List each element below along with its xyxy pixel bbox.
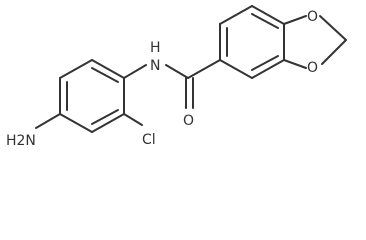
bond-ring2-f [219, 59, 253, 79]
bond-c-cl [123, 113, 143, 126]
double-bond-ring1-a [91, 67, 119, 83]
bond-o-bottom-ring [283, 59, 307, 69]
molecule-structure: H N O O O H2N Cl [6, 5, 347, 149]
bond-ring1-b [59, 59, 93, 79]
dioxole-ring [283, 15, 347, 69]
bond-ch2-o-bottom [321, 39, 347, 65]
amide-group [165, 59, 221, 109]
bond-ring-o-top [283, 15, 307, 25]
benzodioxole-ring [219, 5, 285, 79]
double-bond-ring2-b [251, 13, 279, 29]
carbonyl-o-label: O [183, 113, 194, 129]
double-bond-ring2-c [251, 55, 279, 71]
bond-n-carbonyl [165, 64, 189, 79]
bond-ring1-d [59, 113, 93, 133]
chloro-label: Cl [142, 132, 156, 148]
bond-ring2-b [219, 5, 253, 25]
bond-o-top-ch2 [319, 15, 347, 41]
dioxole-o-top-label: O [307, 9, 318, 25]
bond-ring2-c [251, 5, 285, 25]
aniline-ring [59, 59, 125, 133]
double-bond-ring1-c [91, 109, 119, 125]
bond-ring1-e [91, 113, 125, 133]
bond-c-n [123, 64, 147, 79]
bond-ring1-a [91, 59, 125, 79]
amide-n-label: N [150, 58, 160, 74]
bond-c-nh2 [35, 113, 61, 129]
molecule-canvas: H N O O O H2N Cl [6, 5, 347, 149]
bond-ring2-e [251, 59, 285, 79]
dioxole-o-bottom-label: O [307, 60, 318, 76]
bond-carbonyl-ring [187, 59, 221, 79]
amide-h-label: H [150, 40, 161, 56]
amino-label: H2N [6, 133, 36, 149]
